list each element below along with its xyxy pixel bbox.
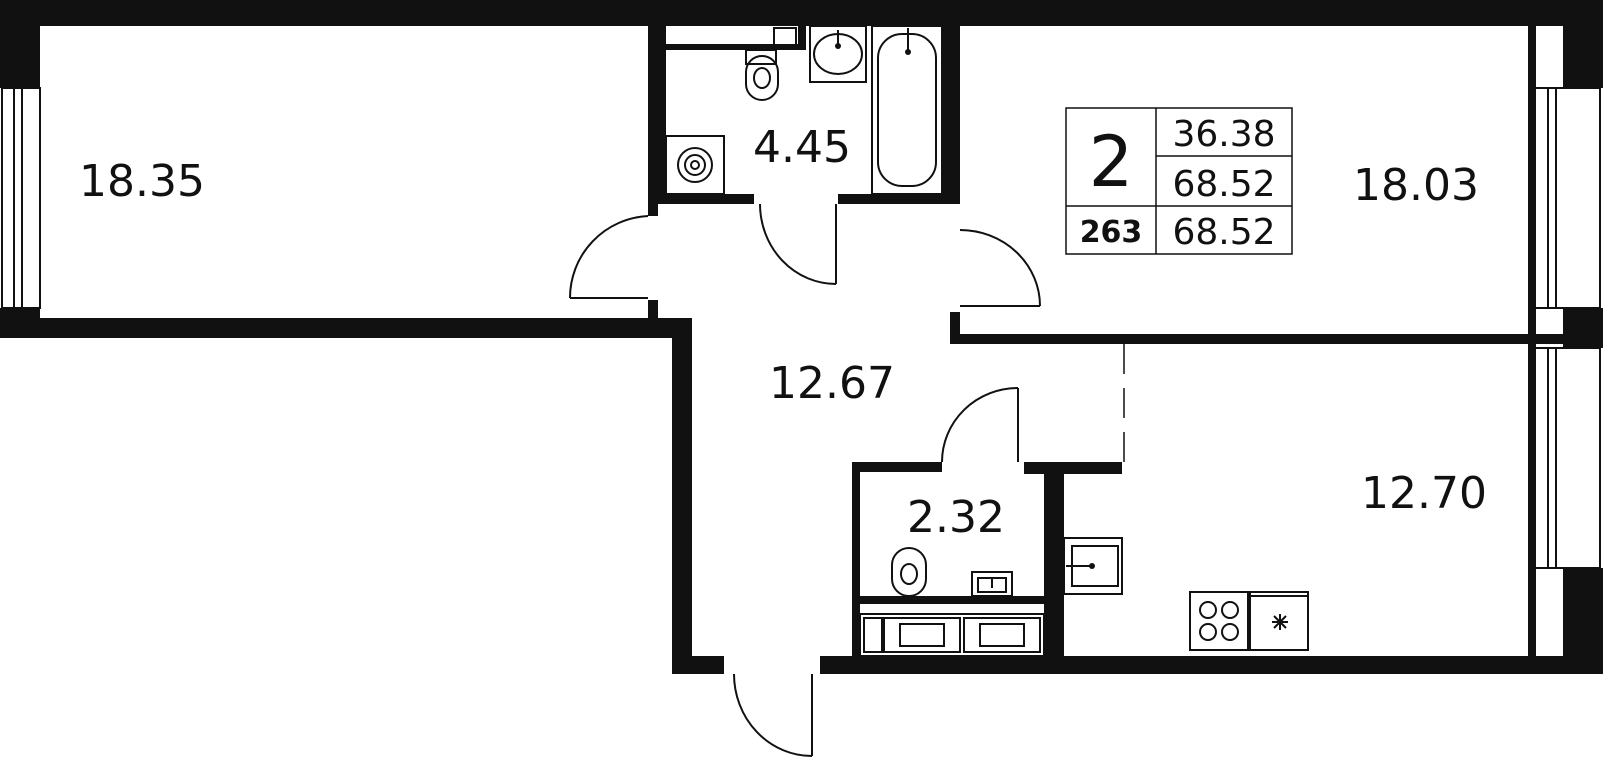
room-area-living: 18.35 — [79, 156, 205, 207]
fixtures — [665, 25, 1309, 657]
kitchen-sink-icon — [1063, 537, 1123, 595]
wall-wc-shelf — [852, 596, 1048, 604]
wall-wc-left — [852, 462, 860, 656]
window-right-top — [1529, 87, 1601, 309]
wall-top — [0, 0, 1603, 26]
jamb-living-top — [648, 204, 658, 216]
door-living — [568, 215, 649, 299]
jamb-living-bottom — [648, 300, 658, 318]
wall-right-mid — [1563, 308, 1603, 348]
total-area: 68.52 — [1172, 164, 1275, 205]
doors — [568, 203, 1125, 757]
wall-wc-top-left — [852, 462, 942, 472]
door-wc — [941, 387, 1019, 463]
wc-toilet-icon — [891, 547, 927, 597]
wall-living-bottom — [0, 318, 692, 338]
wc-storage-icon — [859, 613, 1045, 657]
room-area-kitchen: 12.70 — [1361, 468, 1487, 519]
wall-hall-left — [672, 318, 692, 674]
washing-machine-icon — [665, 135, 725, 195]
wall-bottom-right — [820, 656, 1603, 674]
wall-wc-right — [1044, 462, 1064, 656]
total-area-2: 68.52 — [1172, 212, 1275, 253]
stove-icon — [1189, 591, 1249, 651]
living-area: 36.38 — [1172, 114, 1275, 155]
window-right-bottom — [1529, 347, 1601, 569]
toilet-icon — [745, 49, 779, 101]
wall-bath-shelf — [666, 44, 806, 50]
room-labels: 18.35 4.45 18.03 12.67 2.32 12.70 — [79, 122, 1487, 543]
window-left — [1, 87, 41, 309]
room-area-bathroom: 4.45 — [753, 122, 851, 173]
wall-bath-left — [648, 26, 666, 204]
bathtub-icon — [871, 25, 943, 195]
door-bedroom — [959, 229, 1041, 307]
apartment-number: 263 — [1080, 215, 1143, 250]
wall-bath-right — [942, 26, 960, 204]
walls — [0, 0, 1603, 674]
fridge-icon — [1249, 591, 1309, 651]
windows — [1, 87, 1601, 569]
room-area-hall: 12.67 — [769, 358, 895, 409]
wall-left-top — [0, 0, 40, 88]
bath-small-cabinet-icon — [773, 27, 797, 47]
door-bathroom — [759, 203, 837, 285]
wc-sink-icon — [971, 571, 1013, 597]
room-area-wc: 2.32 — [907, 492, 1005, 543]
wall-bath-bottom-left — [648, 194, 754, 204]
wall-bedroom-left-stub — [950, 312, 960, 344]
wall-bottom-left — [672, 656, 724, 674]
wall-wc-top-right — [1024, 462, 1122, 474]
wall-bath-stub — [798, 26, 806, 50]
room-area-bedroom: 18.03 — [1353, 160, 1479, 211]
door-entrance — [733, 673, 813, 757]
wall-right-top — [1563, 0, 1603, 88]
wall-right-inner — [1528, 26, 1536, 674]
sink-icon — [809, 25, 867, 83]
rooms-count: 2 — [1089, 121, 1134, 203]
info-table: 2 263 36.38 68.52 68.52 — [1065, 107, 1293, 255]
wall-bath-bottom-right — [838, 194, 960, 204]
wall-bedroom-bottom — [950, 334, 1563, 344]
